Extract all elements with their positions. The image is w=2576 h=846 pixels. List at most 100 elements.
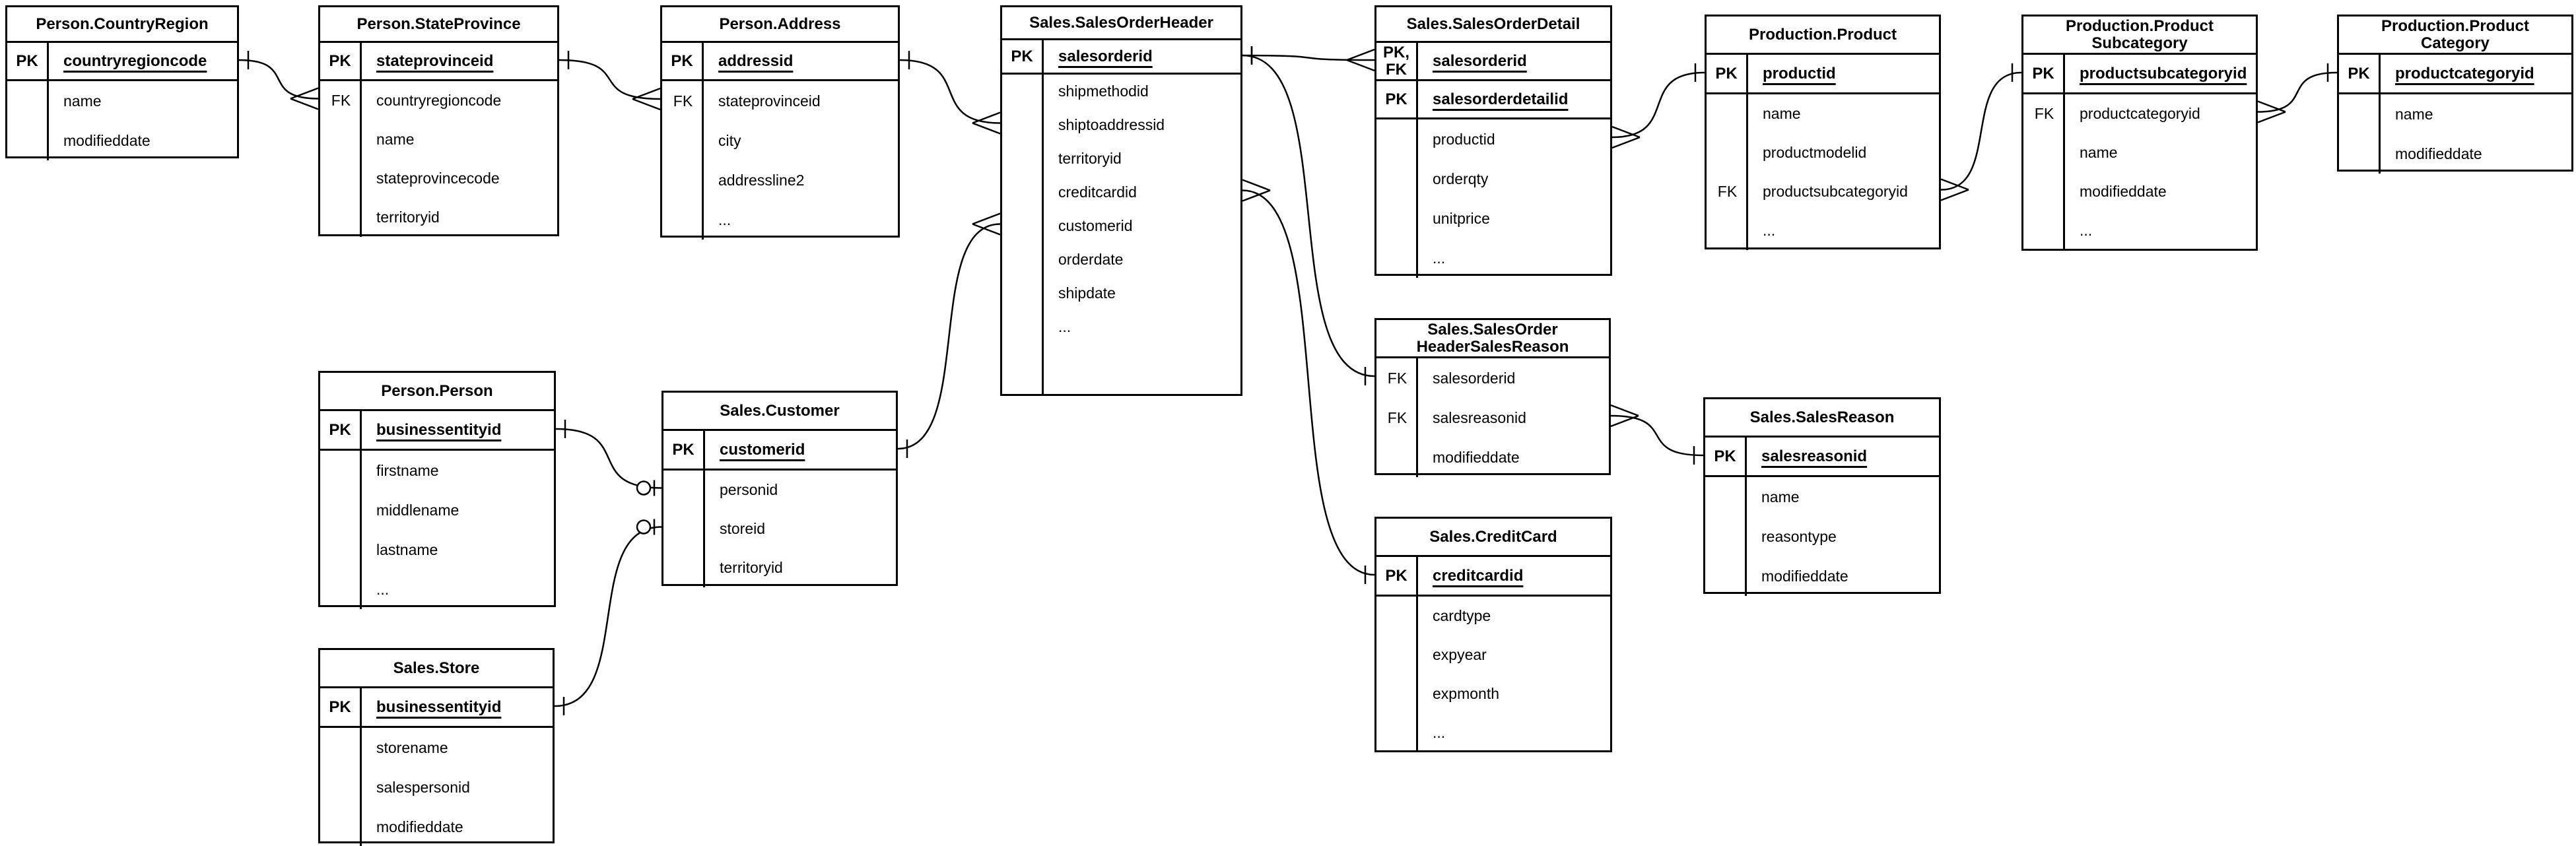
entity-title-line: Person.Address	[719, 15, 841, 33]
entity-title: Sales.CreditCard	[1376, 519, 1610, 557]
connector-product_subcategory-product_category[interactable]	[2257, 71, 2338, 113]
column-row: expmonth	[1376, 674, 1610, 713]
entity-title-line: HeaderSalesReason	[1416, 337, 1569, 356]
column-name: countryregioncode	[376, 92, 502, 109]
key-badge	[320, 569, 362, 609]
entity-title: Person.StateProvince	[320, 7, 557, 43]
connector-sales_order_header-sales_order_detail[interactable]	[1242, 54, 1375, 61]
key-badge: PK	[1002, 40, 1044, 73]
column-row: name	[1705, 477, 1939, 517]
column-name: productsubcategoryid	[2080, 64, 2247, 82]
key-badge	[662, 160, 704, 200]
column-row: shipmethodid	[1002, 75, 1240, 108]
column-row: modifieddate	[1705, 556, 1939, 596]
cardinality-mark	[972, 112, 1001, 124]
connector-sales_order_header-order_header_sales_reason[interactable]	[1242, 54, 1375, 377]
key-badge	[7, 81, 49, 121]
connector-customer-sales_order_header[interactable]	[897, 223, 1001, 450]
column-name: productsubcategoryid	[1763, 183, 1908, 200]
cardinality-mark	[972, 212, 1001, 225]
entity-title-line: Person.StateProvince	[356, 15, 521, 33]
entity-title-line: Subcategory	[2091, 34, 2188, 52]
key-badge	[1376, 438, 1418, 477]
cardinality-mark	[2257, 111, 2286, 123]
column-name: ...	[1058, 318, 1071, 335]
cardinality-mark	[1940, 189, 1969, 201]
cardinality-mark	[2257, 100, 2286, 113]
column-name: businessentityid	[376, 420, 502, 439]
key-badge: FK	[2034, 105, 2054, 122]
column-name: shipmethodid	[1058, 82, 1149, 100]
entity-title-line: Sales.CreditCard	[1429, 527, 1557, 546]
key-badge: PK	[662, 43, 704, 79]
column-row: territoryid	[1002, 142, 1240, 176]
column-row: storeid	[663, 509, 896, 548]
cardinality-circle-mark	[636, 480, 652, 496]
column-name: addressid	[718, 51, 794, 70]
entity-title: Sales.SalesReason	[1705, 399, 1939, 438]
connector-sales_order_detail-product[interactable]	[1611, 71, 1705, 139]
entity-title-line: Person.CountryRegion	[36, 15, 209, 33]
column-row: ...	[1707, 211, 1939, 250]
connector-store-customer[interactable]	[554, 526, 662, 707]
column-row: modifieddate	[1376, 438, 1609, 477]
connector-product-product_subcategory[interactable]	[1940, 71, 2022, 191]
column-name: productmodelid	[1763, 144, 1867, 161]
key-badge	[662, 200, 704, 240]
column-name: salesorderid	[1433, 369, 1516, 387]
column-row: shiptoaddressid	[1002, 108, 1240, 142]
cardinality-mark	[972, 122, 1001, 135]
connector-address-sales_order_header[interactable]	[899, 59, 1001, 124]
key-badge	[1376, 199, 1418, 238]
connector-person-customer[interactable]	[555, 428, 662, 489]
column-row: ...	[320, 569, 554, 609]
column-name: salesorderdetailid	[1433, 90, 1569, 108]
connector-state_province-address[interactable]	[559, 59, 661, 100]
key-badge	[2023, 172, 2065, 211]
cardinality-mark	[1242, 179, 1271, 191]
connector-order_header_sales_reason-sales_reason[interactable]	[1610, 414, 1704, 457]
key-badge	[1376, 635, 1418, 674]
key-badge	[320, 451, 362, 490]
column-name: firstname	[376, 461, 439, 479]
key-badge: FK	[1717, 183, 1738, 200]
connector-sales_order_header-credit_card[interactable]	[1242, 189, 1375, 576]
key-badge	[7, 121, 49, 160]
column-row: customerid	[1002, 209, 1240, 243]
column-name: storename	[376, 738, 448, 756]
entity-title-line: Production.Product	[2381, 16, 2529, 35]
column-name: creditcardid	[1433, 566, 1524, 585]
connector-country_region-state_province[interactable]	[238, 59, 319, 100]
cardinality-mark	[632, 98, 661, 111]
column-name: ...	[2080, 222, 2093, 239]
column-name: creditcardid	[1058, 183, 1137, 201]
key-badge	[1002, 75, 1044, 108]
column-row: storename	[320, 728, 553, 767]
key-badge	[2339, 134, 2381, 174]
column-row: ...	[1376, 238, 1610, 278]
key-column-row: PK addressid	[662, 43, 898, 81]
key-badge	[1376, 159, 1418, 199]
